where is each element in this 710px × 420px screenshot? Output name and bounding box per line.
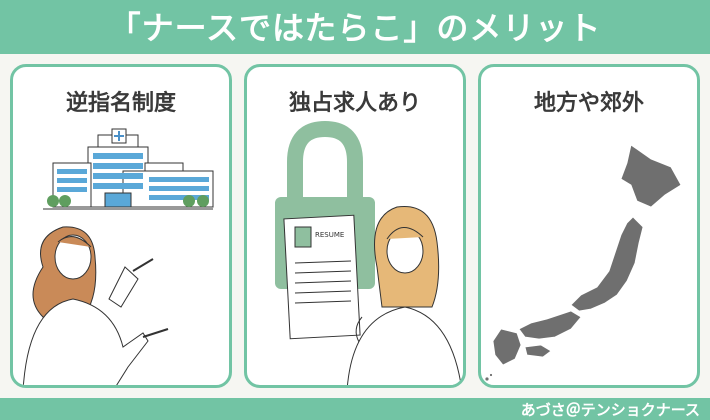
page-title: 「ナースではたらこ」のメリット <box>108 9 602 47</box>
card-exclusive-jobs: 独占求人あり RESUME <box>244 64 466 388</box>
cards-panel: 逆指名制度 <box>0 54 710 398</box>
card-reverse-nomination: 逆指名制度 <box>10 64 232 388</box>
card-rural-suburban: 地方や郊外 <box>478 64 700 388</box>
card-title: 地方や郊外 <box>533 91 644 116</box>
resume-label: RESUME <box>315 231 344 239</box>
lock-resume-woman-icon: RESUME <box>275 120 462 385</box>
hospital-and-pointing-woman-icon <box>22 128 214 385</box>
footer-credit: あづさ＠テンショクナース <box>520 400 700 419</box>
card-title: 独占求人あり <box>288 91 421 116</box>
japan-map-icon <box>484 144 682 382</box>
card-title: 逆指名制度 <box>65 91 176 116</box>
